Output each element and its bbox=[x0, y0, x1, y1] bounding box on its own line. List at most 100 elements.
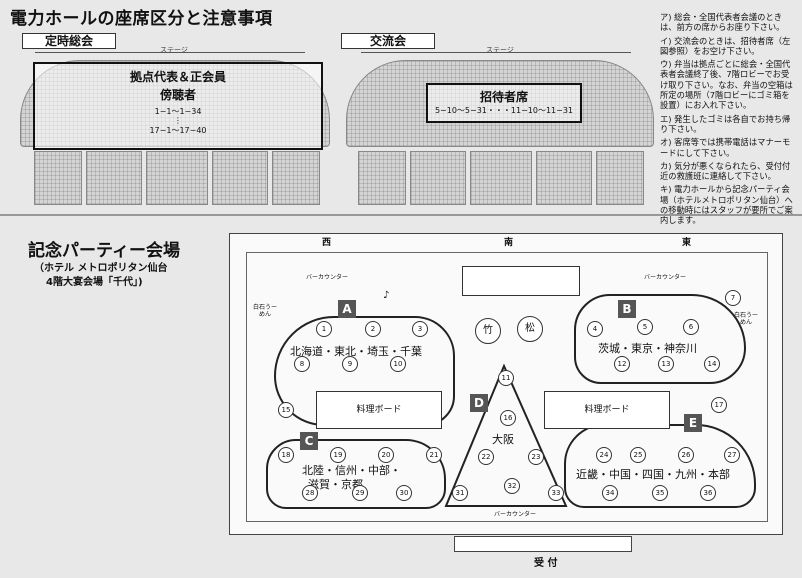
group-label-d: D bbox=[470, 394, 488, 412]
party-title: 記念パーティー会場 bbox=[28, 241, 180, 261]
table-17: 17 bbox=[711, 397, 727, 413]
table-14: 14 bbox=[704, 356, 720, 372]
party-subtitle: （ホテル メトロポリタン仙台 4階大宴会場「千代」) bbox=[34, 262, 167, 290]
bar-counter-south: バーカウンター bbox=[494, 511, 537, 518]
table-32: 32 bbox=[504, 478, 520, 494]
table-3: 3 bbox=[412, 321, 428, 337]
group-label-e: E bbox=[684, 414, 702, 432]
reception-desk bbox=[454, 536, 632, 552]
hall1-highlight-title: 拠点代表＆正会員 bbox=[129, 70, 226, 84]
note-item: イ) 交流会のときは、招待者席（左図参照）をお空け下さい。 bbox=[660, 35, 791, 56]
group-d-prefectures: 大阪 bbox=[492, 433, 514, 446]
hall1-highlight-sub: 傍聴者 bbox=[159, 88, 196, 102]
hall2-stage-line bbox=[361, 52, 631, 53]
hall2-rear-block-5 bbox=[596, 151, 644, 205]
vip-table-bamboo: 竹 bbox=[475, 318, 501, 344]
reception-label: 受 付 bbox=[534, 558, 558, 569]
table-31: 31 bbox=[452, 485, 468, 501]
note-item: オ) 客席等では携帯電話はマナーモードにして下さい。 bbox=[660, 137, 791, 158]
hall2-range: 5−10〜5−31・・・11−10〜11−31 bbox=[434, 106, 574, 115]
table-22: 22 bbox=[478, 449, 494, 465]
group-e-prefectures: 近畿・中国・四国・九州・本部 bbox=[576, 468, 730, 481]
table-34: 34 bbox=[602, 485, 618, 501]
table-4: 4 bbox=[587, 321, 603, 337]
hall1-rear-block-2 bbox=[86, 151, 142, 205]
hall1-stage-label: ステージ bbox=[160, 46, 188, 54]
hall2-floorplan: ステージ bbox=[346, 46, 654, 208]
group-a-prefectures: 北海道・東北・埼玉・千葉 bbox=[290, 345, 422, 358]
group-c-prefectures-line1: 北陸・信州・中部・ bbox=[302, 464, 401, 477]
party-subtitle-line2: 4階大宴会場「千代」) bbox=[46, 277, 143, 288]
group-label-a: A bbox=[338, 300, 356, 318]
note-item: エ) 発生したゴミは各自でお持ち帰り下さい。 bbox=[660, 113, 791, 134]
page-title: 電力ホールの座席区分と注意事項 bbox=[10, 9, 273, 29]
hall2-rear-block-3 bbox=[470, 151, 532, 205]
table-9: 9 bbox=[342, 356, 358, 372]
table-36: 36 bbox=[700, 485, 716, 501]
table-12: 12 bbox=[614, 356, 630, 372]
hall1-range-1: 1−1〜1−34 bbox=[154, 107, 202, 116]
hall1-rear-block-4 bbox=[212, 151, 268, 205]
table-13: 13 bbox=[658, 356, 674, 372]
hall2-rear-block-4 bbox=[536, 151, 592, 205]
table-5: 5 bbox=[637, 319, 653, 335]
group-c-prefectures-line2: 滋賀・京都 bbox=[308, 478, 363, 491]
hall2-rear-block-2 bbox=[410, 151, 466, 205]
group-label-b: B bbox=[618, 300, 636, 318]
table-25: 25 bbox=[630, 447, 646, 463]
direction-south: 南 bbox=[504, 238, 514, 248]
table-33: 33 bbox=[548, 485, 564, 501]
table-29: 29 bbox=[352, 485, 368, 501]
table-23: 23 bbox=[528, 449, 544, 465]
hall2-highlight-box: 招待者席 5−10〜5−31・・・11−10〜11−31 bbox=[426, 83, 582, 123]
vip-table-pine: 松 bbox=[517, 316, 543, 342]
shiraishi-umen-west: 白石うーめん bbox=[252, 304, 277, 318]
table-8: 8 bbox=[294, 356, 310, 372]
hall1-highlight-box: 拠点代表＆正会員 傍聴者 1−1〜1−34 ⋮ 17−1〜17−40 bbox=[33, 62, 323, 150]
bar-counter-west: バーカウンター bbox=[306, 274, 349, 281]
table-21: 21 bbox=[426, 447, 442, 463]
party-hall-map: 西 南 東 バーカウンター バーカウンター バーカウンター ♪ 白石うーめん 白… bbox=[229, 233, 783, 535]
group-d-area bbox=[444, 363, 568, 507]
group-b-prefectures: 茨城・東京・神奈川 bbox=[598, 342, 697, 355]
table-19: 19 bbox=[330, 447, 346, 463]
food-board-east: 料理ボード bbox=[544, 391, 670, 429]
section-divider bbox=[0, 214, 802, 216]
table-24: 24 bbox=[596, 447, 612, 463]
hall1-range-2: 17−1〜17−40 bbox=[149, 126, 207, 135]
hall1-rear-block-5 bbox=[272, 151, 320, 205]
table-28: 28 bbox=[302, 485, 318, 501]
microphone-icon: ♪ bbox=[383, 290, 390, 301]
table-30: 30 bbox=[396, 485, 412, 501]
group-c-area bbox=[266, 439, 446, 509]
party-subtitle-line1: （ホテル メトロポリタン仙台 bbox=[34, 263, 168, 274]
hall1-stage-line bbox=[35, 52, 305, 53]
table-20: 20 bbox=[378, 447, 394, 463]
hall2-highlight-title: 招待者席 bbox=[479, 90, 528, 104]
table-2: 2 bbox=[365, 321, 381, 337]
table-10: 10 bbox=[390, 356, 406, 372]
stage bbox=[462, 266, 580, 296]
notes-list: ア) 総会・全国代表者会議のときは、前方の席からお座り下さい。 イ) 交流会のと… bbox=[660, 12, 796, 229]
group-label-c: C bbox=[300, 432, 318, 450]
note-item: ウ) 弁当は拠点ごとに総会・全国代表者会議終了後、7階ロビーでお受け取り下さい。… bbox=[660, 59, 793, 111]
direction-east: 東 bbox=[682, 238, 692, 248]
direction-west: 西 bbox=[322, 238, 332, 248]
table-18: 18 bbox=[278, 447, 294, 463]
hall2-label: 交流会 bbox=[341, 33, 435, 49]
note-item: カ) 気分が悪くなられたら、受付付近の救護班に連絡して下さい。 bbox=[660, 160, 791, 182]
table-16: 16 bbox=[500, 410, 516, 426]
table-1: 1 bbox=[316, 321, 332, 337]
hall1-rear-block-3 bbox=[146, 151, 208, 205]
bar-counter-east: バーカウンター bbox=[644, 274, 687, 281]
table-35: 35 bbox=[652, 485, 668, 501]
table-15: 15 bbox=[278, 402, 294, 418]
hall1-rear-block-1 bbox=[34, 151, 82, 205]
table-26: 26 bbox=[678, 447, 694, 463]
group-b-area bbox=[574, 294, 746, 384]
table-27: 27 bbox=[724, 447, 740, 463]
hall-inner-wall bbox=[246, 252, 768, 522]
table-7: 7 bbox=[725, 290, 741, 306]
shiraishi-umen-east: 白石うーめん bbox=[733, 312, 758, 326]
table-6: 6 bbox=[683, 319, 699, 335]
